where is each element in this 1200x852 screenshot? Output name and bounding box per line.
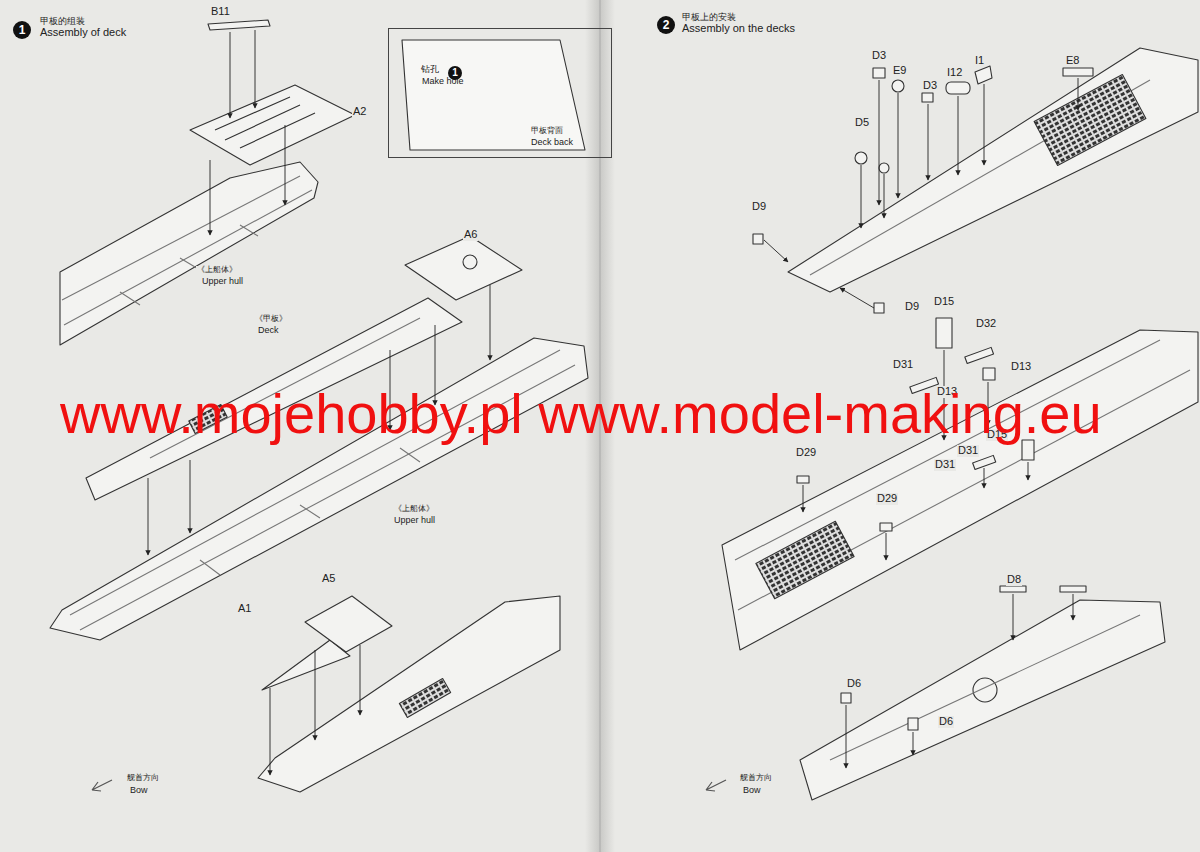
step-heading: Assembly on the decks: [682, 22, 795, 34]
part-label: D15: [933, 296, 955, 308]
inset-note: 甲板背面: [531, 125, 563, 136]
part-label: I1: [974, 55, 985, 67]
part-label: A6: [463, 229, 478, 241]
part-label: D29: [795, 447, 817, 459]
part-label: Upper hull: [201, 277, 244, 286]
step-number: 2: [657, 16, 675, 34]
step-number: 1: [13, 21, 31, 39]
part-label: D3: [922, 80, 938, 92]
part-label: D31: [892, 359, 914, 371]
hole-size-circle: 1: [448, 66, 462, 80]
watermark: www.mojehobby.pl www.model-making.eu: [60, 386, 1102, 442]
inset-note: 钻孔: [421, 63, 439, 76]
step-heading: Assembly of deck: [40, 26, 126, 38]
part-label: D8: [1006, 574, 1022, 586]
part-label: D9: [904, 301, 920, 313]
part-label: 《上船体》: [196, 266, 238, 274]
part-label: D31: [957, 445, 979, 457]
part-label: I12: [946, 67, 963, 79]
part-label: D13: [1010, 361, 1032, 373]
part-label: B11: [210, 6, 231, 18]
part-label: D3: [871, 50, 887, 62]
inset-box: 钻孔Make hole甲板背面Deck back1: [388, 28, 612, 158]
part-label: D6: [938, 716, 954, 728]
part-label: D31: [934, 459, 956, 471]
step-circle: 2甲板上的安装Assembly on the decks: [657, 16, 675, 34]
part-label: Upper hull: [393, 516, 436, 525]
part-label: A5: [321, 573, 336, 585]
part-label: 舰首方向: [126, 774, 160, 782]
part-label: Deck: [257, 326, 280, 335]
part-label: A1: [237, 603, 252, 615]
part-label: D6: [846, 678, 862, 690]
part-label: E8: [1065, 55, 1080, 67]
step-circle: 1甲板的组装Assembly of deck: [13, 21, 31, 39]
part-label: 舰首方向: [739, 774, 773, 782]
part-label: E9: [892, 65, 907, 77]
part-label: Bow: [742, 786, 762, 795]
part-label: A2: [352, 106, 367, 118]
inset-note: Deck back: [531, 137, 573, 147]
part-label: 《甲板》: [254, 315, 288, 323]
part-label: D29: [876, 493, 898, 505]
part-label: D9: [751, 201, 767, 213]
part-label: 《上船体》: [393, 505, 435, 513]
part-label: Bow: [129, 786, 149, 795]
part-label: D32: [975, 318, 997, 330]
hole-number: 1: [448, 66, 462, 80]
part-label: D5: [854, 117, 870, 129]
